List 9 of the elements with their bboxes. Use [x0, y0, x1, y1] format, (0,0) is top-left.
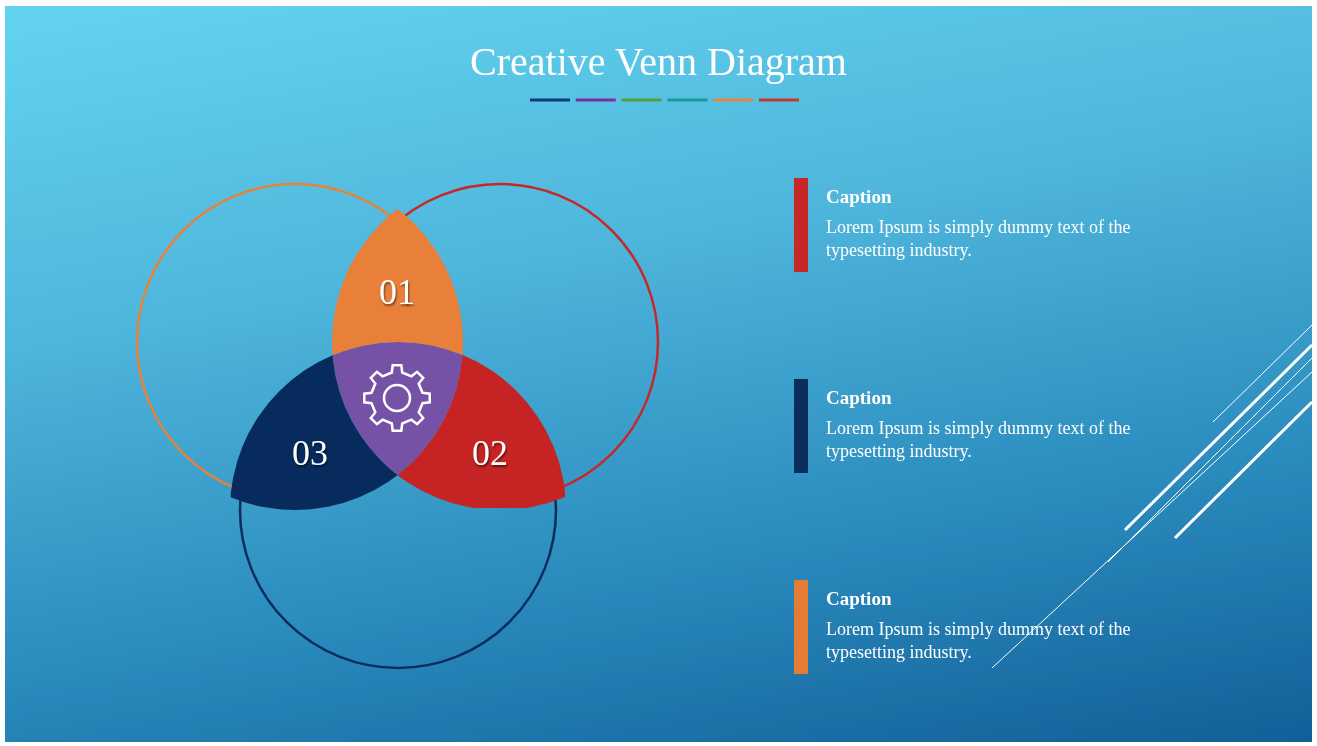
region-number: 01	[379, 271, 415, 313]
caption-text: Lorem Ipsum is simply dummy text of the typesetting industry.	[826, 417, 1132, 463]
title: Creative Venn Diagram	[469, 38, 848, 85]
region-number: 02	[472, 432, 508, 474]
caption-heading: Caption	[826, 387, 892, 409]
caption-text: Lorem Ipsum is simply dummy text of the typesetting industry.	[826, 216, 1132, 262]
caption-heading: Caption	[826, 588, 892, 610]
region-number: 03	[292, 432, 328, 474]
caption-heading: Caption	[826, 186, 892, 208]
